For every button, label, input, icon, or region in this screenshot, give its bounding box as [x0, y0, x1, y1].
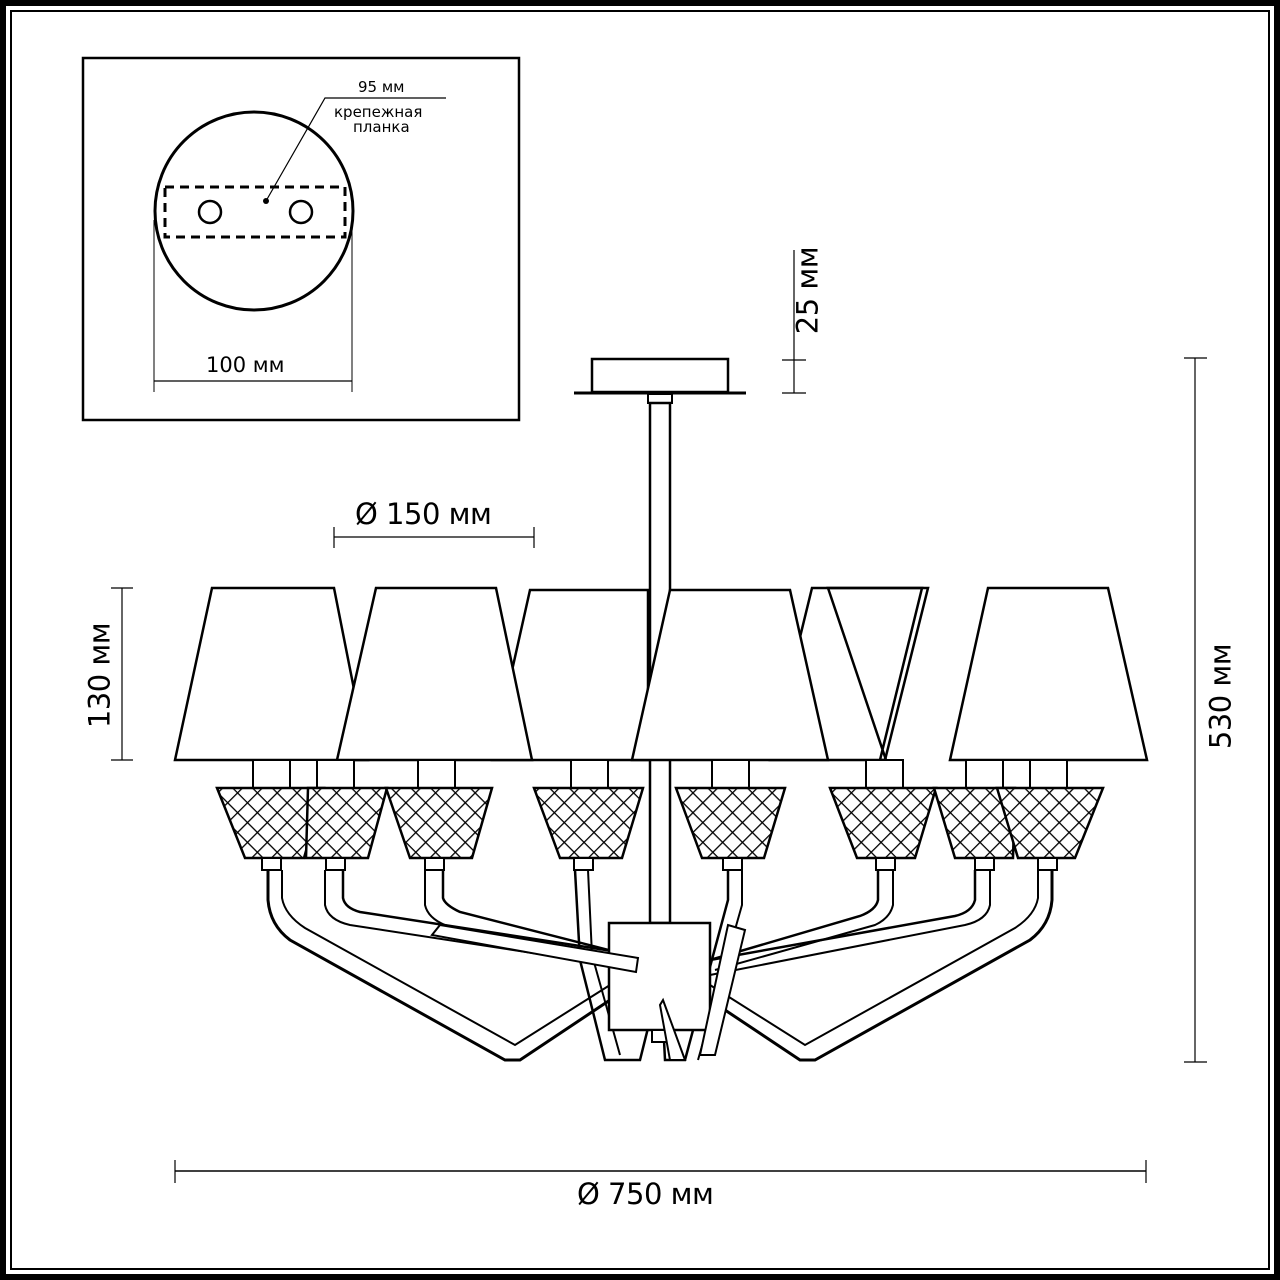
- lamp-shade: [948, 586, 1149, 762]
- dim-total-diameter: [174, 1160, 1147, 1183]
- lamp-shades: [173, 586, 1149, 762]
- cup: [674, 786, 787, 860]
- screw-hole-icon: [197, 199, 223, 225]
- cup: [384, 786, 494, 860]
- cup: [995, 786, 1105, 860]
- cup: [932, 786, 1017, 860]
- dim-total-height: [1184, 357, 1207, 1063]
- cup: [215, 786, 326, 860]
- cup: [304, 786, 389, 860]
- total-height-label: 530 мм: [1203, 643, 1238, 750]
- cup: [828, 786, 938, 860]
- dim-shade-height: [111, 587, 133, 761]
- lamp-shade: [335, 586, 534, 762]
- total-diameter-label: Ø 750 мм: [577, 1177, 714, 1211]
- cup: [532, 786, 645, 860]
- crystal-cups: [215, 786, 1105, 860]
- dim-canopy-height: [782, 250, 806, 394]
- dim-shade-diameter: [333, 527, 535, 548]
- shade-height-label: 130 мм: [82, 622, 117, 729]
- lamp-shade: [630, 588, 830, 762]
- mounting-inset: [81, 56, 521, 422]
- canopy-diameter-label: 100 мм: [206, 353, 285, 377]
- leader-line: [265, 97, 446, 202]
- screw-hole-icon: [288, 199, 314, 225]
- plate-width-label: 95 мм: [358, 78, 405, 96]
- shade-diameter-label: Ø 150 мм: [355, 497, 492, 531]
- arms: [266, 869, 1054, 1062]
- plate-name-line2: планка: [353, 118, 410, 136]
- canopy-circle-icon: [153, 110, 355, 312]
- canopy-height-label: 25 мм: [790, 246, 825, 335]
- plate-name-line1: крепежная: [334, 103, 423, 121]
- lamp-shade: [173, 586, 370, 762]
- central-hub: [430, 921, 747, 1061]
- mounting-plate-outline: [163, 185, 347, 239]
- cup-collars: [261, 857, 1058, 871]
